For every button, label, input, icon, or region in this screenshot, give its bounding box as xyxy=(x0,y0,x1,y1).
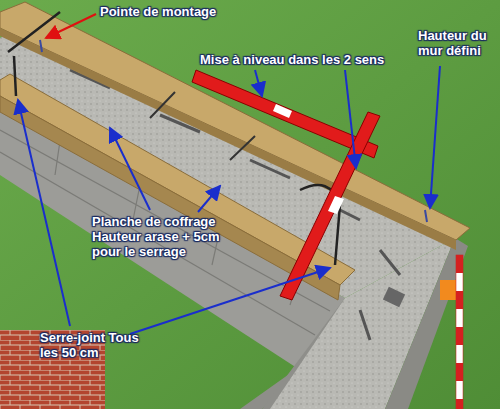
leader-line xyxy=(18,14,440,334)
callout-label: Planche de coffrage Hauteur arase + 5cm … xyxy=(92,214,242,259)
survey-pole xyxy=(456,255,463,409)
callout-label: Serre-joint Tous les 50 cm xyxy=(40,330,150,360)
callout-label: Mise à niveau dans les 2 sens xyxy=(200,52,400,67)
clamp xyxy=(8,12,60,96)
spirit-level xyxy=(280,112,380,300)
callout-label: Pointe de montage xyxy=(100,4,260,19)
callout-label: Hauteur du mur défini xyxy=(418,28,496,58)
